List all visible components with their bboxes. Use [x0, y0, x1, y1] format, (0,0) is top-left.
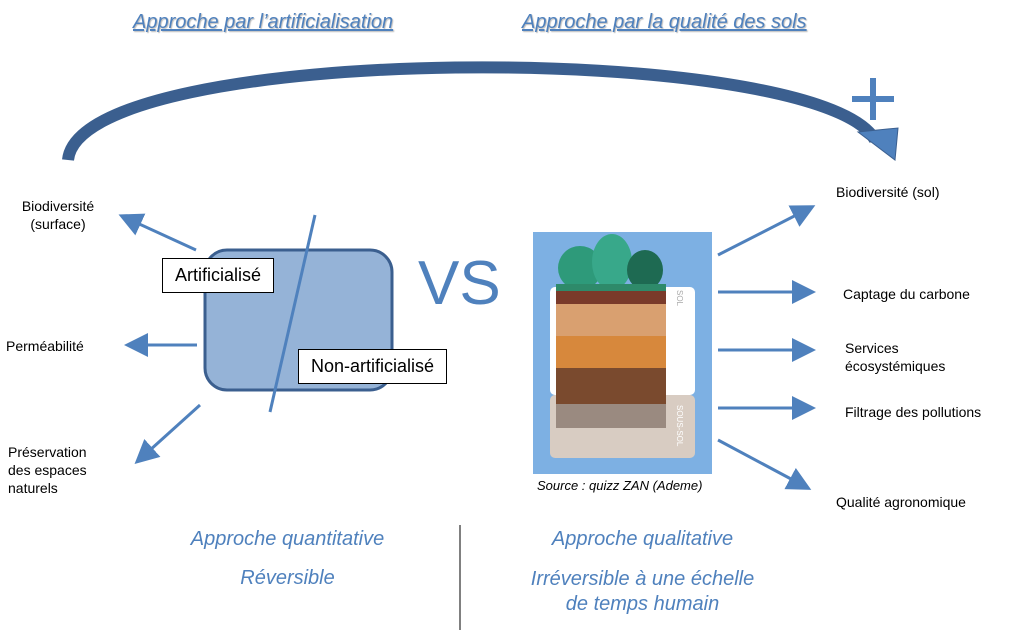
image-caption: Source : quizz ZAN (Ademe) [537, 478, 703, 493]
label-agronomic-quality: Qualité agronomique [836, 494, 966, 510]
soil-top-label: SOL [675, 290, 684, 307]
soil-image [533, 232, 712, 474]
plus-icon [852, 78, 894, 120]
label-ecosystem-services: Services écosystémiques [845, 340, 946, 374]
label-natural-spaces: Préservation des espaces naturels [8, 444, 87, 496]
label-carbon: Captage du carbone [843, 286, 970, 302]
soil-bottom-label: SOUS-SOL [675, 405, 684, 447]
artificial-label: Artificialisé [162, 258, 275, 293]
bottom-left-subtitle: Réversible [240, 567, 335, 589]
curved-arrow [62, 61, 881, 162]
bottom-right-subtitle: Irréversible à une échelle de temps huma… [530, 568, 755, 615]
label-biodiversity-soil: Biodiversité (sol) [836, 184, 940, 200]
bottom-right-title: Approche qualitative [551, 528, 734, 550]
bottom-left-title: Approche quantitative [190, 528, 385, 550]
label-pollution-filtering: Filtrage des pollutions [845, 404, 982, 420]
vs-label: VS [418, 249, 501, 318]
right-arrows [717, 205, 816, 490]
left-arrows [118, 213, 202, 465]
curved-arrowhead [856, 127, 899, 161]
non-artificial-label: Non-artificialisé [298, 349, 448, 384]
heading-soil-quality: Approche par la qualité des sols [522, 11, 807, 33]
label-biodiversity-surface: Biodiversité (surface) [21, 198, 95, 232]
divider-diagonal [268, 214, 317, 413]
label-permeability: Perméabilité [6, 338, 84, 354]
heading-artificialisation: Approche par l’artificialisation [133, 11, 394, 33]
